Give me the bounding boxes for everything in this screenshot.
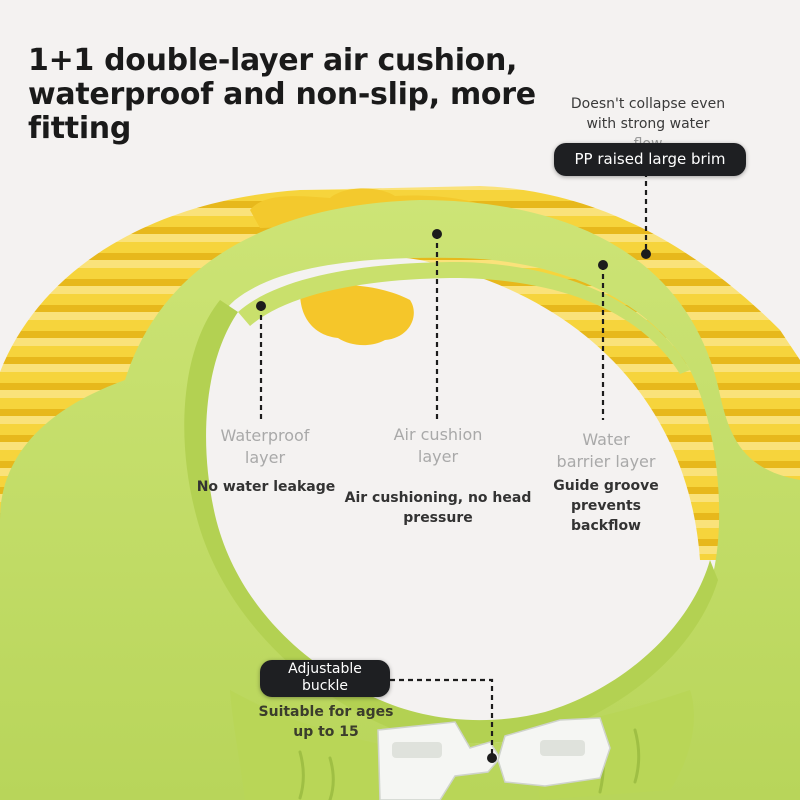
brim-label: PP raised large brim	[574, 150, 726, 168]
title-line-3: fitting	[28, 111, 132, 146]
air-cushion-layer-title: Air cushion layer	[373, 424, 503, 468]
air-cushion-title-line-2: layer	[417, 447, 459, 466]
brim-note-line-1: Doesn't collapse even	[570, 96, 726, 112]
waterproof-layer-title: Waterproof layer	[200, 425, 330, 469]
air-cushion-title-line-1: Air cushion	[393, 425, 483, 444]
callout-leaders	[256, 172, 651, 763]
waterproof-layer-note: No water leakage	[186, 477, 346, 497]
buckle-note-line-1: Suitable for ages	[258, 704, 394, 720]
water-barrier-note-line-2: prevents	[570, 498, 642, 514]
air-cushion-layer-note: Air cushioning, no head pressure	[338, 488, 538, 528]
brim-note-line-2: with strong water	[586, 116, 710, 132]
title-line-2: waterproof and non-slip, more	[28, 77, 536, 112]
waterproof-title-line-1: Waterproof	[220, 426, 310, 445]
buckle-note: Suitable for ages up to 15	[248, 702, 404, 742]
buckle-label-pill: Adjustable buckle	[260, 660, 390, 697]
air-cushion-note-line-1: Air cushioning, no head	[344, 490, 532, 506]
water-barrier-layer-title: Water barrier layer	[538, 429, 674, 473]
brim-note: Doesn't collapse even with strong water …	[548, 94, 748, 154]
buckle-icon	[377, 717, 611, 800]
waterproof-title-line-2: layer	[244, 448, 286, 467]
title-line-1: 1+1 double-layer air cushion,	[28, 43, 518, 78]
buckle-note-line-2: up to 15	[293, 724, 359, 740]
page-title: 1+1 double-layer air cushion, waterproof…	[28, 44, 536, 146]
waterproof-note: No water leakage	[196, 479, 336, 495]
brim-label-pill: PP raised large brim	[554, 143, 746, 176]
buckle-label-line-1: Adjustable	[288, 661, 362, 677]
water-barrier-note-line-1: Guide groove	[553, 478, 659, 494]
water-barrier-layer-note: Guide groove prevents backflow	[536, 476, 676, 536]
water-barrier-title-line-2: barrier layer	[556, 452, 656, 471]
air-cushion-note-line-2: pressure	[403, 510, 473, 526]
water-barrier-note-line-3: backflow	[570, 518, 641, 534]
water-barrier-title-line-1: Water	[582, 430, 630, 449]
buckle-label-line-2: buckle	[301, 678, 349, 694]
